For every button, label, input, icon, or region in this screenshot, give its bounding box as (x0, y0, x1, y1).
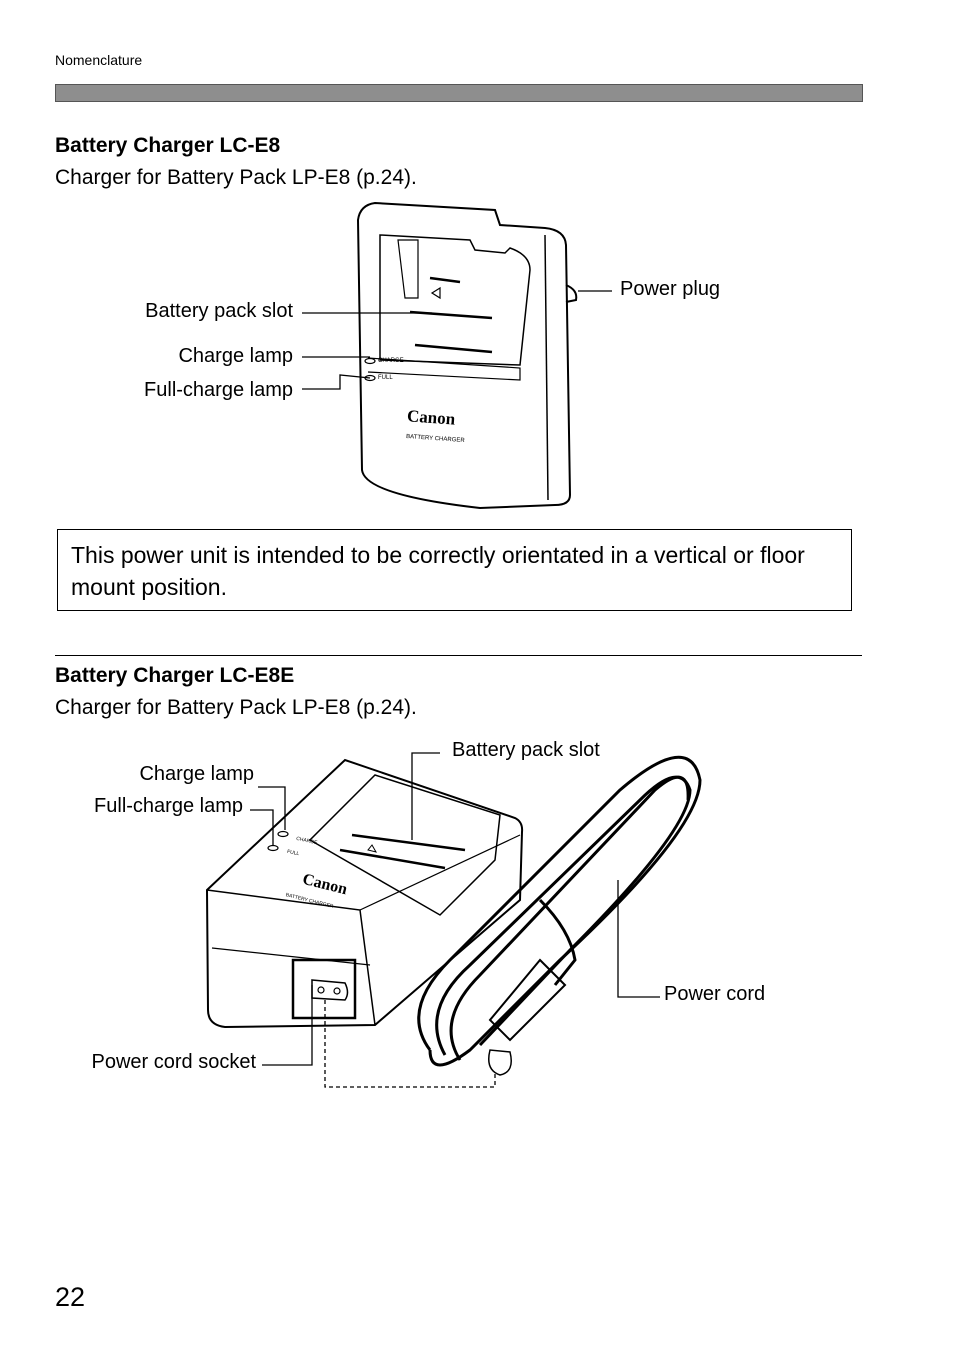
label-charge-lamp: Charge lamp (178, 345, 293, 367)
charger2-title: Battery Charger LC-E8E (55, 664, 295, 687)
charger2-description: Charger for Battery Pack LP-E8 (p.24). (55, 696, 417, 719)
label-charge-lamp-2: Charge lamp (139, 763, 254, 785)
label-power-cord: Power cord (664, 983, 766, 1005)
orientation-note: This power unit is intended to be correc… (57, 529, 852, 611)
page-number: 22 (55, 1282, 86, 1312)
label-full-charge-lamp-2: Full-charge lamp (94, 795, 243, 817)
section-bar (55, 84, 863, 102)
label-battery-pack-slot-2: Battery pack slot (452, 739, 600, 761)
label-power-plug: Power plug (620, 278, 721, 300)
section-divider (55, 655, 862, 656)
charger1-title: Battery Charger LC-E8 (55, 134, 281, 157)
section-header: Nomenclature (55, 52, 143, 68)
label-power-cord-socket: Power cord socket (91, 1051, 256, 1073)
full-lamp-marking: FULL (378, 375, 393, 381)
charger1-description: Charger for Battery Pack LP-E8 (p.24). (55, 166, 417, 189)
label-battery-pack-slot: Battery pack slot (145, 300, 293, 322)
label-full-charge-lamp: Full-charge lamp (144, 379, 293, 401)
charge-lamp-marking: CHARGE (378, 358, 404, 364)
